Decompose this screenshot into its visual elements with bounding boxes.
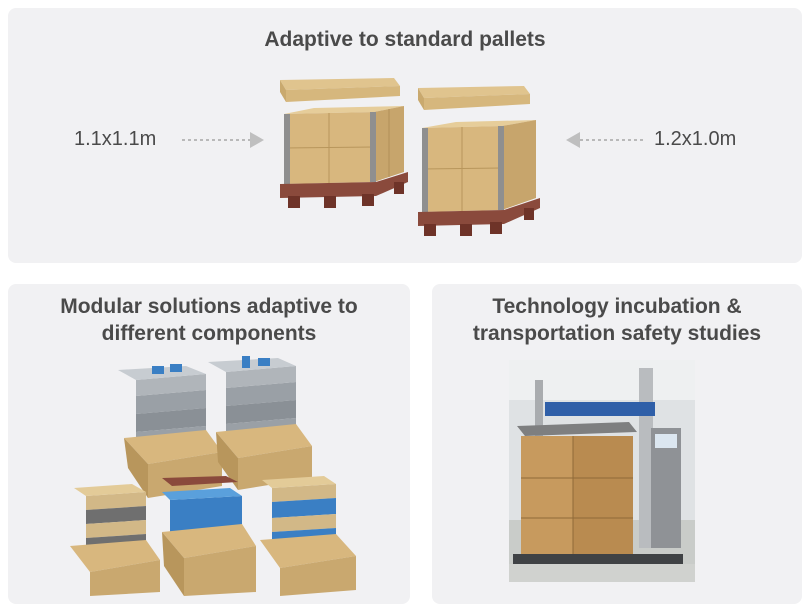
top-panel-title: Adaptive to standard pallets (264, 28, 546, 51)
box-with-trays-1 (118, 364, 222, 498)
box-with-trays-3 (70, 484, 160, 596)
technology-panel: Technology incubation & transportation s… (432, 284, 802, 604)
left-dimension-label: 1.1x1.1m (74, 128, 157, 150)
modular-panel: Modular solutions adaptive to different … (8, 284, 410, 604)
arrow-right-icon (182, 132, 264, 148)
technology-panel-title-line2: transportation safety studies (472, 322, 762, 345)
modular-panel-title-line1: Modular solutions adaptive to (60, 295, 358, 318)
top-panel: Adaptive to standard pallets 1.1x1.1m 1.… (8, 8, 802, 263)
right-dimension-label: 1.2x1.0m (654, 128, 737, 150)
box-with-trays-2 (208, 356, 312, 490)
box-with-blue-trays (162, 476, 256, 596)
modular-boxes-illustration (70, 356, 356, 596)
pallets-illustration (280, 78, 540, 236)
box-with-trays-5 (260, 476, 356, 596)
arrow-left-icon (566, 132, 646, 148)
modular-panel-title-line2: different components (101, 322, 317, 345)
drop-test-photo (509, 360, 695, 582)
technology-panel-title-line1: Technology incubation & (492, 295, 742, 318)
